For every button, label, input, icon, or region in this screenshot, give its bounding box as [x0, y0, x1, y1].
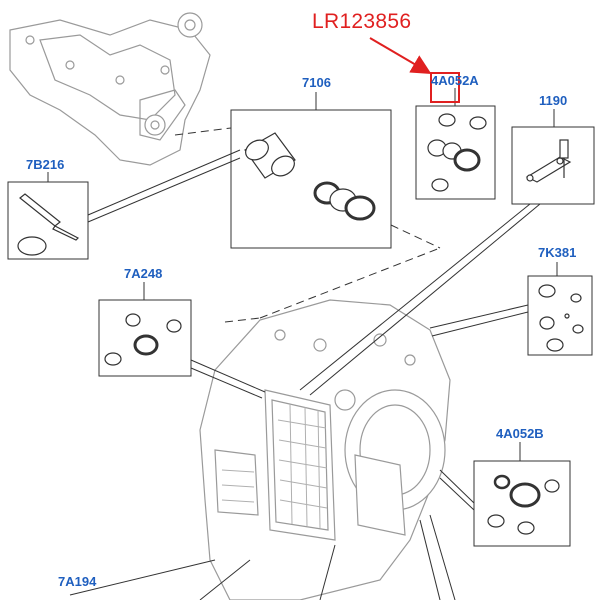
- callout-highlight-box: [430, 72, 460, 103]
- transfer-case-drawing: [9, 12, 211, 166]
- pan-ribs: [221, 403, 328, 529]
- label-7k381: 7K381: [538, 245, 577, 260]
- label-7a194: 7A194: [58, 574, 97, 589]
- label-1190: 1190: [539, 93, 568, 108]
- bracket-part: [525, 139, 572, 183]
- leader-lines: [69, 127, 541, 600]
- seal-kit-a-parts: [427, 113, 487, 192]
- label-7b216: 7B216: [26, 157, 65, 172]
- sealant-applicator-part: [17, 193, 80, 256]
- kit-7k381-parts: [538, 284, 584, 352]
- transfer-case-seal-part: [244, 132, 376, 221]
- callout-arrow: [369, 37, 432, 75]
- transmission-drawing: [199, 299, 451, 600]
- label-4a052a: 4A052A: [431, 73, 479, 88]
- label-7a248: 7A248: [124, 266, 163, 281]
- seal-kit-b-parts: [487, 474, 560, 535]
- kit-box-7106: [230, 109, 392, 249]
- label-7106: 7106: [302, 75, 331, 90]
- kit-7a248-parts: [104, 313, 182, 366]
- part-number-callout: LR123856: [312, 10, 412, 33]
- label-4a052b: 4A052B: [496, 426, 544, 441]
